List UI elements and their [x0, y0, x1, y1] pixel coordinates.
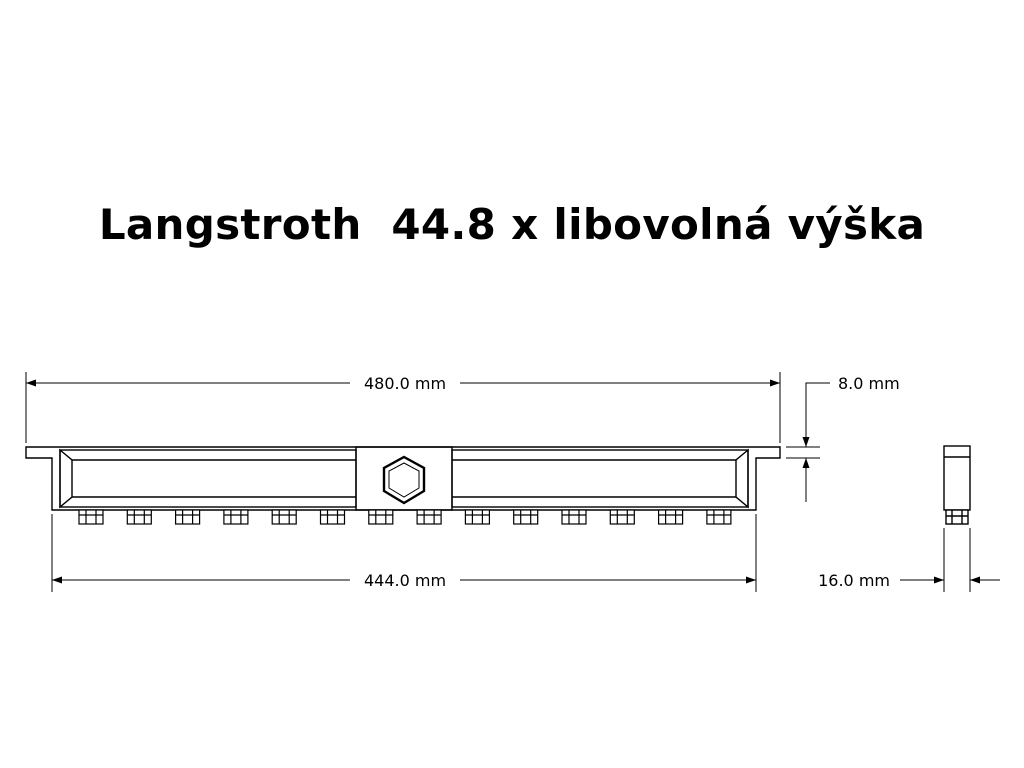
dimension-side-width — [900, 528, 1000, 592]
pin — [513, 509, 539, 525]
dimension-side-width-label: 16.0 mm — [818, 571, 890, 590]
left-pocket-bevel — [59, 448, 73, 509]
pin — [126, 509, 152, 525]
pin — [561, 509, 587, 525]
hex-nut-icon — [382, 455, 426, 505]
dimension-lip-thickness-label: 8.0 mm — [838, 374, 900, 393]
pin — [175, 509, 201, 525]
drawing-title: Langstroth 44.8 x libovolná výška — [98, 200, 926, 249]
right-pocket-bevel — [735, 448, 749, 509]
pin — [706, 509, 732, 525]
dimension-overall-length-label: 480.0 mm — [364, 374, 446, 393]
pin — [319, 509, 346, 525]
side-view — [943, 445, 971, 525]
dimension-lip-thickness — [786, 382, 830, 502]
pin — [609, 509, 635, 525]
dimension-overall-length — [25, 372, 781, 443]
left-pocket-outer — [59, 449, 357, 508]
pin — [464, 509, 490, 525]
front-view — [25, 446, 781, 511]
pin — [78, 509, 104, 525]
dimension-inner-length — [51, 514, 757, 592]
pin-row — [78, 509, 732, 525]
center-block — [355, 446, 453, 511]
dimension-inner-length-label: 444.0 mm — [364, 571, 446, 590]
frame-top-lip — [25, 446, 781, 511]
right-pocket-outer — [451, 449, 749, 508]
pin — [416, 509, 442, 525]
side-pin — [945, 509, 969, 525]
side-profile — [943, 445, 971, 511]
pin — [657, 509, 684, 525]
pin — [271, 509, 297, 525]
pin — [368, 509, 394, 525]
pin — [223, 509, 249, 525]
